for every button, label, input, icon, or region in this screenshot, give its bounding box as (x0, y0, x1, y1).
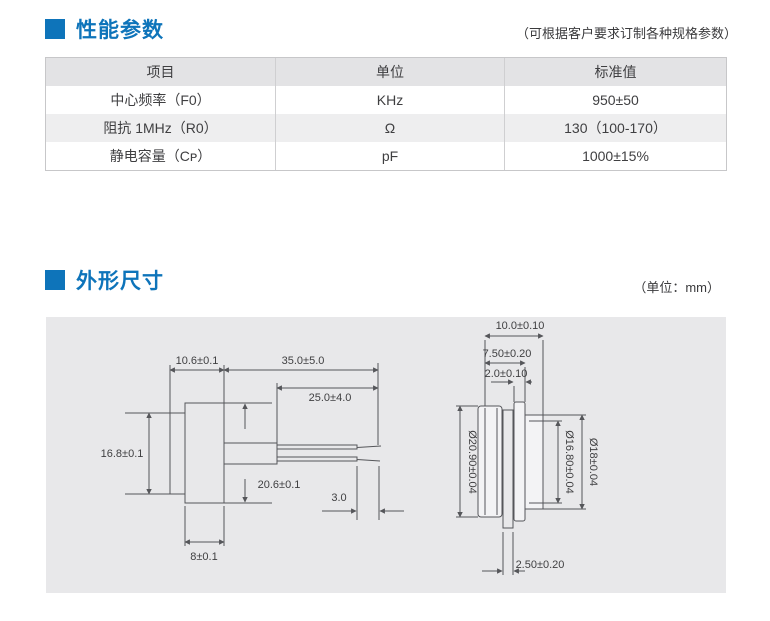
dimension-drawing: 10.6±0.1 35.0±5.0 25.0±4.0 16.8±0.1 20.6… (101, 320, 599, 575)
section-bullet-icon (45, 270, 65, 290)
neck-shape (502, 409, 514, 529)
dim-label-inner-diameter: Ø16.80±0.04 (563, 430, 575, 494)
bare-lead-bottom (356, 459, 381, 462)
dim-label-ring-width: 2.0±0.10 (485, 368, 528, 380)
stem-shape (223, 442, 278, 465)
bare-lead-top (356, 445, 382, 448)
flange-shape (169, 412, 186, 495)
dim-label-neck-width: 2.50±0.20 (516, 559, 565, 571)
body-shape (184, 402, 225, 504)
performance-section-note: （可根据客户要求订制各种规格参数） (515, 26, 737, 41)
performance-section-title: 性能参数 (76, 19, 164, 42)
dim-label-total-length: 10.0±0.10 (496, 320, 545, 332)
table-header-row: 项目 单位 标准值 (46, 58, 726, 86)
header-item: 项目 (146, 64, 175, 80)
dim-label-lead-free: 25.0±4.0 (309, 392, 352, 404)
row-item: 静电容量（Cᴘ） (109, 148, 212, 164)
dim-label-flange-height: 16.8±0.1 (101, 448, 144, 460)
performance-section-header: 性能参数 (45, 14, 164, 44)
dim-label-disc-diameter: Ø20.90±0.04 (466, 430, 478, 494)
ring-shape (513, 401, 526, 522)
dimensions-section-header: 外形尺寸 (45, 265, 164, 295)
dim-label-tip-length: 3.0 (331, 492, 346, 504)
header-value: 标准值 (504, 58, 726, 86)
row-value: 1000±15% (504, 142, 726, 170)
dimensions-unit-note: （单位：mm） (633, 280, 720, 295)
row-value: 950±50 (504, 86, 726, 114)
lead-wire-bottom (276, 456, 358, 462)
row-value: 130（100-170） (504, 114, 726, 142)
dim-label-body-width: 8±0.1 (190, 551, 217, 563)
row-item: 阻抗 1MHz（R0） (103, 120, 218, 136)
front-view-drawing: 10.0±0.10 7.50±0.20 2.0±0.10 2.50±0.20 Ø… (456, 320, 599, 575)
dim-label-lead-length: 35.0±5.0 (282, 355, 325, 367)
disc-shape (477, 405, 503, 518)
header-unit: 单位 (275, 58, 504, 86)
side-view-drawing: 10.6±0.1 35.0±5.0 25.0±4.0 16.8±0.1 20.6… (101, 355, 404, 563)
table-row: 阻抗 1MHz（R0） Ω 130（100-170） (46, 114, 726, 142)
section-bullet-icon (45, 19, 65, 39)
lead-wire-top (276, 444, 358, 450)
row-unit: pF (275, 142, 504, 170)
performance-table: 项目 单位 标准值 中心频率（F0） KHz 950±50 阻抗 1MHz（R0… (45, 57, 727, 171)
row-item: 中心频率（F0） (110, 92, 211, 108)
table-row: 静电容量（Cᴘ） pF 1000±15% (46, 142, 726, 170)
dimensions-section-title: 外形尺寸 (76, 270, 164, 293)
dim-label-top-width: 10.6±0.1 (176, 355, 219, 367)
table-row: 中心频率（F0） KHz 950±50 (46, 86, 726, 114)
row-unit: KHz (275, 86, 504, 114)
cylinder-shape (524, 414, 544, 510)
dim-label-front-length: 7.50±0.20 (483, 348, 532, 360)
dimension-drawing-panel: 10.6±0.1 35.0±5.0 25.0±4.0 16.8±0.1 20.6… (46, 317, 726, 593)
dim-label-body-height: 20.6±0.1 (258, 479, 301, 491)
dim-label-ring-diameter: Ø18±0.04 (587, 438, 599, 486)
row-unit: Ω (275, 114, 504, 142)
